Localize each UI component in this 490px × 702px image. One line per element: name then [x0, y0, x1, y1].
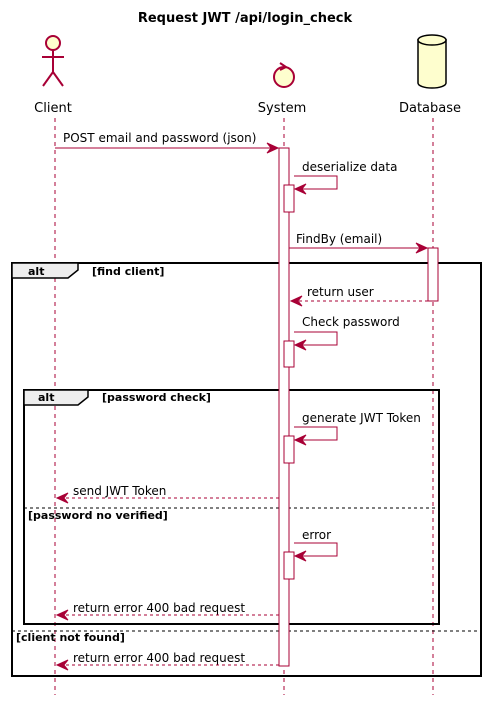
activation-database — [427, 247, 439, 302]
activation-error — [283, 551, 295, 580]
message-return-error-client: return error 400 bad request — [55, 651, 279, 671]
alt-inner-guard: [password check] — [102, 391, 211, 404]
alt-outer-guard: [find client] — [92, 265, 164, 278]
participant-database: Database — [399, 101, 461, 116]
alt-frame-outer — [11, 262, 482, 677]
message-error: error — [293, 528, 338, 562]
participant-client: Client — [34, 101, 72, 116]
activation-generate-token — [283, 435, 295, 464]
activation-deserialize — [283, 184, 295, 213]
message-deserialize: deserialize data — [293, 160, 397, 195]
alt-inner-else-guard: [password no verified] — [28, 509, 168, 522]
activation-check-password — [283, 340, 295, 368]
message-post-credentials-label: POST email and password (json) — [63, 131, 256, 145]
message-deserialize-label: deserialize data — [302, 160, 397, 174]
alt-frame-outer-tab — [11, 262, 79, 279]
alt-outer-else-guard: [client not found] — [16, 631, 125, 644]
message-return-error-password-label: return error 400 bad request — [73, 601, 245, 615]
alt-outer-keyword: alt — [28, 265, 44, 278]
client-actor-icon — [42, 35, 64, 87]
alt-frame-inner-tab — [23, 389, 89, 406]
message-return-error-client-label: return error 400 bad request — [73, 651, 245, 665]
alt-frame-inner — [23, 389, 440, 625]
system-control-icon — [273, 62, 295, 88]
participant-system: System — [258, 101, 306, 116]
message-findby: FindBy (email) — [289, 232, 429, 254]
message-generate-token-label: generate JWT Token — [302, 411, 421, 425]
message-check-password: Check password — [293, 315, 400, 351]
database-icon — [417, 34, 447, 89]
message-send-token: send JWT Token — [55, 484, 279, 504]
message-send-token-label: send JWT Token — [73, 484, 166, 498]
alt-inner-keyword: alt — [38, 391, 54, 404]
message-return-user: return user — [289, 285, 428, 307]
message-post-credentials: POST email and password (json) — [55, 131, 280, 154]
message-findby-label: FindBy (email) — [296, 232, 382, 246]
message-return-user-label: return user — [307, 285, 374, 299]
message-generate-token: generate JWT Token — [293, 411, 421, 446]
diagram-title: Request JWT /api/login_check — [138, 11, 353, 26]
message-error-label: error — [302, 528, 331, 542]
message-return-error-password: return error 400 bad request — [55, 601, 279, 621]
message-check-password-label: Check password — [302, 315, 400, 329]
activation-system-main — [278, 147, 290, 667]
